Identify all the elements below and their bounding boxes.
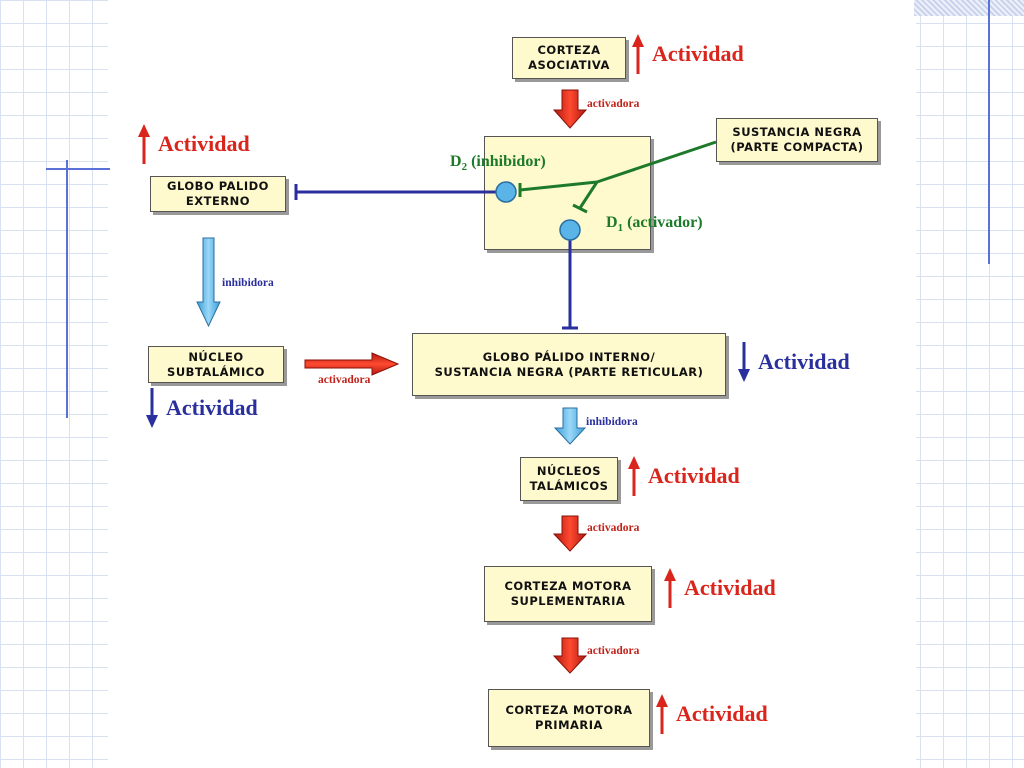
arrow-up-icon <box>632 34 644 74</box>
arrow-down-icon <box>146 388 158 428</box>
arrow-up-icon <box>656 694 668 734</box>
dopamine-line-d2 <box>519 180 598 192</box>
receptor-d2 <box>495 181 517 203</box>
dopamine-line-d1 <box>578 181 599 209</box>
dopamine-line-main <box>596 140 717 184</box>
decor-horizontal-line-left <box>46 168 110 170</box>
receptor-d1 <box>559 219 581 241</box>
arrow-activadora-4 <box>552 637 588 674</box>
label-activadora-4: activadora <box>587 645 640 657</box>
arrow-activadora-1 <box>552 89 588 129</box>
label-activadora-2: activadora <box>318 374 371 386</box>
box-corteza-motora-suplementaria: CORTEZA MOTORA SUPLEMENTARIA <box>484 566 652 622</box>
box-nucleo-subtalamico: NÚCLEO SUBTALÁMICO <box>148 346 284 383</box>
arrow-inhibidora-1 <box>196 237 221 328</box>
decor-vertical-line-right <box>988 0 990 264</box>
label-d2: D2 (inhibidor) <box>450 153 546 174</box>
label-inhibidora-2: inhibidora <box>586 416 638 428</box>
arrow-up-icon <box>138 124 150 164</box>
activity-globo-palido-externo: Actividad <box>138 124 250 164</box>
arrow-up-icon <box>628 456 640 496</box>
box-corteza-motora-primaria: CORTEZA MOTORA PRIMARIA <box>488 689 650 747</box>
decor-vertical-line-left <box>66 160 68 418</box>
label-inhibidora-1: inhibidora <box>222 277 274 289</box>
activity-corteza-motora-primaria: Actividad <box>656 694 768 734</box>
label-activadora-1: activadora <box>587 98 640 110</box>
arrow-inhibidora-2 <box>553 407 587 445</box>
label-activadora-3: activadora <box>587 522 640 534</box>
arrow-down-icon <box>738 342 750 382</box>
box-sustancia-negra-compacta: SUSTANCIA NEGRA (PARTE COMPACTA) <box>716 118 878 162</box>
box-corteza-asociativa: CORTEZA ASOCIATIVA <box>512 37 626 79</box>
arrow-activadora-2 <box>304 352 400 376</box>
arrow-up-icon <box>664 568 676 608</box>
activity-nucleos-talamicos: Actividad <box>628 456 740 496</box>
box-globo-palido-interno: GLOBO PÁLIDO INTERNO/ SUSTANCIA NEGRA (P… <box>412 333 726 396</box>
activity-globo-palido-interno: Actividad <box>738 342 850 382</box>
label-d1: D1 (activador) <box>606 214 703 235</box>
arrow-activadora-3 <box>552 515 588 552</box>
box-nucleos-talamicos: NÚCLEOS TALÁMICOS <box>520 457 618 501</box>
activity-nucleo-subtalamico: Actividad <box>146 388 258 428</box>
corner-decoration <box>914 0 1024 16</box>
box-globo-palido-externo: GLOBO PALIDO EXTERNO <box>150 176 286 212</box>
dopamine-bar-d1 <box>572 203 588 214</box>
activity-corteza-asociativa: Actividad <box>632 34 744 74</box>
activity-corteza-motora-suplementaria: Actividad <box>664 568 776 608</box>
